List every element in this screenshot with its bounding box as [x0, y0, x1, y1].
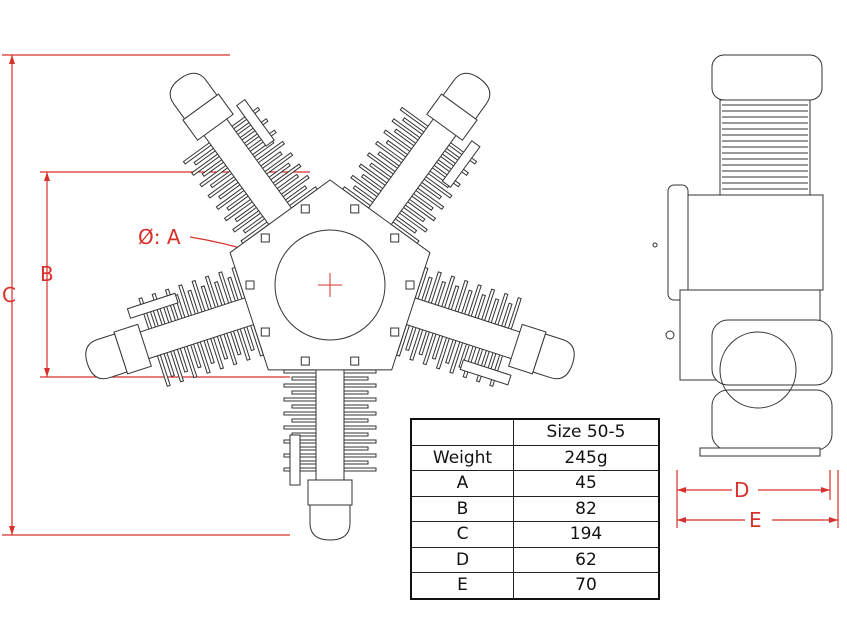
- table-header-row: Size 50-5: [410, 418, 660, 446]
- row-label: B: [410, 495, 514, 522]
- row-value: 194: [513, 521, 660, 548]
- spark-plug-cap: [532, 333, 575, 380]
- spark-plug-cap: [169, 72, 218, 120]
- dimension-arrows: [9, 55, 838, 535]
- dimension-c-label: C: [2, 283, 16, 307]
- spark-plug-cap: [85, 333, 128, 380]
- pushrod: [289, 434, 301, 486]
- bolt: [350, 204, 360, 214]
- cylinder: [85, 266, 278, 387]
- pushrod: [236, 98, 275, 147]
- row-value: 245g: [513, 444, 660, 471]
- row-value: 70: [513, 572, 660, 599]
- cylinder-head: [307, 479, 353, 506]
- engine-side-view: [652, 54, 833, 457]
- spark-plug-cap: [442, 72, 491, 120]
- row-value: 62: [513, 546, 660, 573]
- table-header-cell: [410, 418, 514, 446]
- table-header-cell: Size 50-5: [513, 418, 660, 446]
- spark-plug-cap: [309, 504, 351, 541]
- dimension-b-label: B: [40, 262, 54, 286]
- bolt: [390, 233, 400, 243]
- engine-front-view: [85, 72, 575, 541]
- cylinder: [283, 344, 377, 541]
- row-label: C: [410, 521, 514, 548]
- row-label: E: [410, 572, 514, 599]
- bolt: [260, 327, 270, 337]
- row-label: D: [410, 546, 514, 573]
- cylinder: [382, 266, 575, 387]
- bolt: [245, 280, 255, 290]
- pushrod: [126, 292, 179, 319]
- row-value: 45: [513, 470, 660, 497]
- dimension-e-label: E: [749, 508, 762, 532]
- bolt: [260, 233, 270, 243]
- cylinder: [169, 72, 318, 246]
- bolt: [350, 356, 360, 366]
- row-label: Weight: [410, 444, 514, 471]
- center-mark: [318, 273, 342, 297]
- row-value: 82: [513, 495, 660, 522]
- row-label: A: [410, 470, 514, 497]
- bolt: [405, 280, 415, 290]
- bolt: [300, 356, 310, 366]
- pushrod: [441, 140, 481, 188]
- dimension-d-label: D: [734, 478, 750, 502]
- pushrod: [459, 359, 512, 386]
- bolt: [390, 327, 400, 337]
- bolt: [300, 204, 310, 214]
- dimension-a-label: Ø: A: [138, 225, 181, 249]
- cylinder: [342, 72, 491, 246]
